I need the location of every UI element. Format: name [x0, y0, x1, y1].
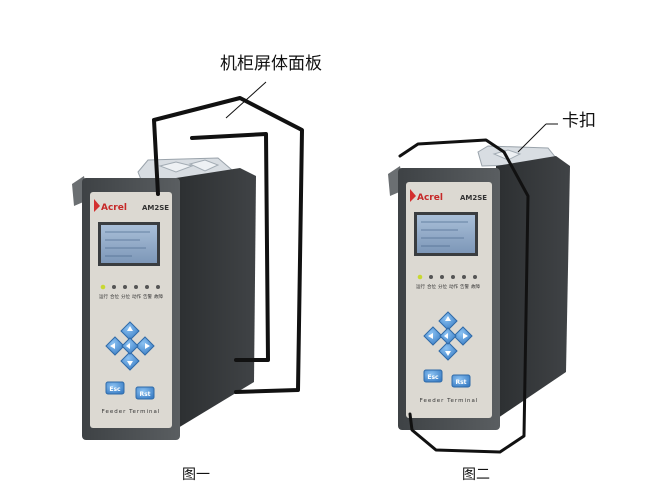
lcd-screen: [101, 225, 157, 263]
panel-outline-fig1: [152, 96, 304, 394]
esc-label-2: Esc: [427, 374, 439, 381]
panel-leader-line: [225, 81, 267, 119]
lcd-screen-2: [417, 215, 475, 253]
brand-text: Acrel: [101, 203, 127, 213]
clip-leader-line: [517, 123, 547, 153]
clip-callout-label: 卡扣: [562, 111, 596, 131]
brand-text-2: Acrel: [417, 193, 443, 203]
device-side-2: [496, 156, 570, 418]
esc-label: Esc: [109, 386, 121, 393]
led-label-4: 动作: [132, 293, 141, 300]
footer-text: Feeder Terminal: [102, 409, 161, 415]
esc-button-2[interactable]: [423, 369, 443, 383]
rst-button-2[interactable]: [451, 374, 471, 388]
figure-1-caption: 图一: [182, 467, 210, 483]
led-label-2: 合位: [110, 293, 119, 300]
model-text: AM2SE: [142, 204, 169, 212]
led-label-2-2: 合位: [427, 283, 436, 290]
esc-button[interactable]: [105, 381, 125, 395]
footer-text-2: Feeder Terminal: [420, 398, 479, 404]
led-label-5: 告警: [143, 293, 152, 300]
led-label-2-3: 分位: [438, 283, 447, 290]
panel-outline-fig2: [398, 138, 530, 454]
figure-1-device: Acrel AM2SE 运行 合位 分位 动作 告警 故障: [72, 157, 256, 440]
rst-label: Rst: [139, 391, 150, 398]
indicator-leds-2: [417, 274, 477, 280]
brand-logo-icon-2: [410, 189, 416, 202]
led-label-2-5: 告警: [460, 283, 469, 290]
figure-2-device: Acrel AM2SE 运行 合位 分位 动作 告警 故障: [388, 145, 570, 430]
panel-callout-label: 机柜屏体面板: [220, 54, 322, 74]
led-label-2-4: 动作: [449, 283, 458, 290]
led-label-1: 运行: [99, 293, 108, 300]
rst-label-2: Rst: [455, 379, 466, 386]
model-text-2: AM2SE: [460, 194, 487, 202]
indicator-leds: [100, 284, 160, 290]
rst-button[interactable]: [135, 386, 155, 400]
device-side: [176, 168, 256, 428]
led-label-2-1: 运行: [416, 283, 425, 290]
led-label-2-6: 故障: [471, 283, 480, 290]
navigation-keypad: [105, 321, 155, 371]
brand-logo-icon: [94, 199, 100, 212]
led-label-6: 故障: [154, 293, 163, 300]
figure-2-caption: 图二: [462, 467, 490, 483]
navigation-keypad-2: [423, 311, 473, 361]
led-label-3: 分位: [121, 293, 130, 300]
